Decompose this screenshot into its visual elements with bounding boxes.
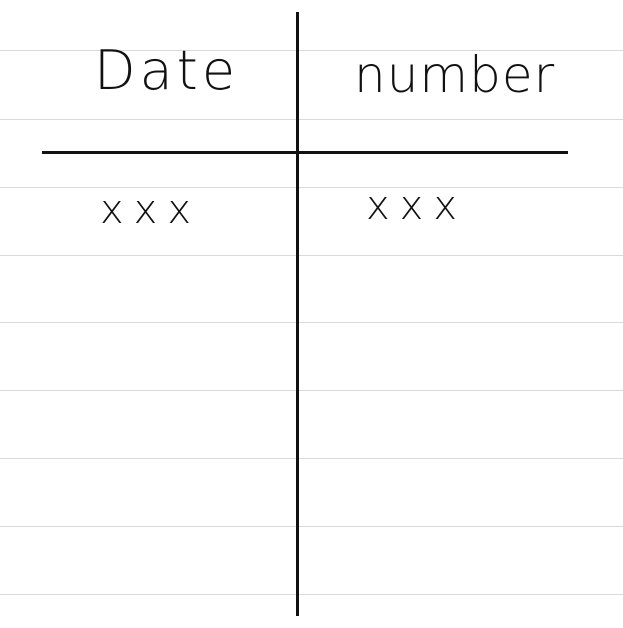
table-cell-date: xxx bbox=[100, 187, 202, 233]
ruled-line bbox=[0, 526, 623, 527]
t-chart-vertical-line bbox=[296, 12, 299, 616]
table-cell-number: xxx bbox=[366, 183, 468, 229]
ruled-line bbox=[0, 594, 623, 595]
ruled-line bbox=[0, 390, 623, 391]
ruled-line bbox=[0, 50, 623, 51]
column-header-date: Date bbox=[94, 39, 240, 102]
ruled-line bbox=[0, 187, 623, 188]
column-header-number: number bbox=[354, 46, 556, 104]
ruled-line bbox=[0, 458, 623, 459]
ruled-line bbox=[0, 119, 623, 120]
t-chart-horizontal-line bbox=[42, 151, 568, 154]
ruled-line bbox=[0, 322, 623, 323]
ruled-line bbox=[0, 255, 623, 256]
